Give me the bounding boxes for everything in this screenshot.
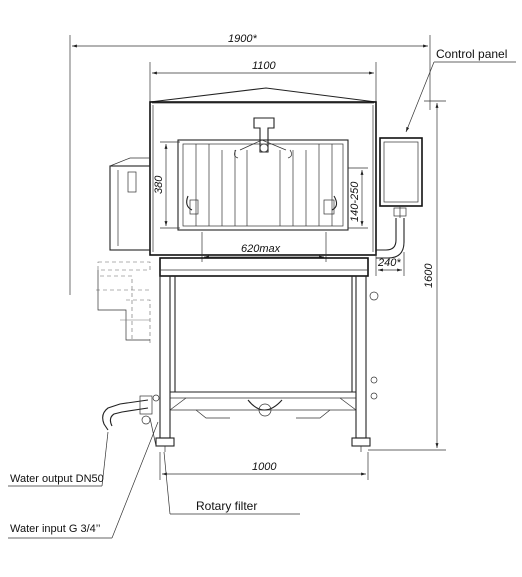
water-pipes xyxy=(102,395,157,447)
wash-cabinet xyxy=(149,87,377,256)
dim-overall-width: 1900* xyxy=(69,33,431,295)
dim-offset: 240* xyxy=(375,252,405,276)
dim-adjust-height-label: 140-250 xyxy=(349,181,361,222)
water-output-label: Water output DN50 xyxy=(10,473,104,485)
dim-base-width-label: 1000 xyxy=(252,461,277,473)
rotary-filter-label: Rotary filter xyxy=(196,499,257,513)
dim-window-height: 380 xyxy=(153,141,180,229)
dim-adjust-height: 140-250 xyxy=(348,167,368,229)
dim-window-height-label: 380 xyxy=(153,175,165,194)
dim-top-width: 1100 xyxy=(149,60,377,102)
callout-leaders xyxy=(8,61,516,539)
machine-frame xyxy=(152,257,379,452)
dim-offset-label: 240* xyxy=(377,257,401,269)
left-tank xyxy=(96,157,151,344)
dim-max-width-label: 620max xyxy=(241,243,281,255)
dim-overall-width-label: 1900* xyxy=(228,33,257,45)
control-panel-label: Control panel xyxy=(436,47,507,61)
dim-base-width: 1000 xyxy=(159,452,369,480)
control-panel-box xyxy=(376,137,423,259)
rotary-filter-shape xyxy=(195,399,331,419)
dim-height: 1600 xyxy=(368,100,446,451)
water-input-label: Water input G 3/4’’ xyxy=(10,523,101,535)
dim-top-width-label: 1100 xyxy=(252,60,277,72)
dim-height-label: 1600 xyxy=(423,263,435,288)
dim-max-width: 620max xyxy=(201,232,327,262)
